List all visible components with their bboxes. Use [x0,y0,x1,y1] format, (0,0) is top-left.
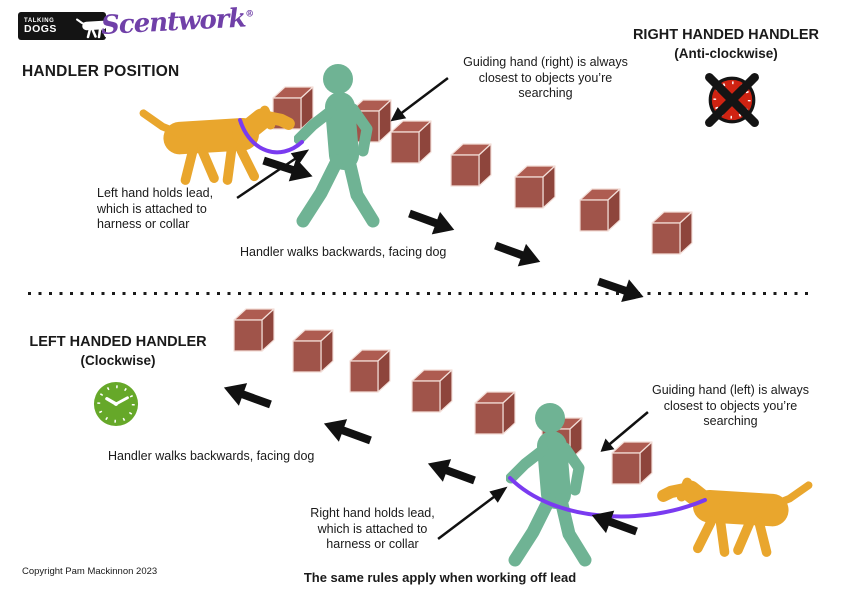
left-hand-lead-note: Left hand holds lead, which is attached … [97,186,214,231]
registered-mark: ® [244,9,255,20]
guiding-hand-left-note: Guiding hand (left) is always closest to… [651,383,810,428]
search-direction-arrow [423,451,481,493]
lead-line-top [238,118,304,155]
off-lead-note: The same rules apply when working off le… [303,570,577,585]
walk-backwards-note-bottom: Handler walks backwards, facing dog [108,449,315,463]
logo-dogs-label: DOGS [24,22,57,35]
search-direction-arrow [490,233,546,275]
search-cube [651,209,695,255]
right-handed-title: RIGHT HANDED HANDLER [632,27,820,43]
search-direction-arrow [404,201,460,243]
right-hand-lead-note: Right hand holds lead, which is attached… [310,506,435,551]
copyright-text: Copyright Pam Mackinnon 2023 [22,566,158,577]
scentwork-brand: Scentwork® [100,3,255,41]
page-title: HANDLER POSITION [22,63,180,80]
walk-backwards-note-top: Handler walks backwards, facing dog [240,245,447,259]
right-handed-heading: RIGHT HANDED HANDLER (Anti-clockwise) [620,26,832,62]
search-cube [450,141,494,187]
search-direction-arrow [593,269,649,310]
logo-talking-label: TALKING [24,17,55,24]
dotted-divider [28,292,814,295]
clockwise-clock-icon [93,381,139,427]
talking-dogs-logo: TALKING DOGS [18,12,106,40]
left-handed-heading: LEFT HANDED HANDLER (Clockwise) [20,333,216,369]
search-cube [579,186,623,232]
search-cube [292,327,336,373]
search-cube [514,163,558,209]
search-direction-arrow [219,375,277,417]
search-cube [349,347,393,393]
left-handed-title: LEFT HANDED HANDLER [29,334,207,350]
search-cube [233,306,277,352]
search-direction-arrow [319,411,377,453]
clockwise-label: (Clockwise) [80,352,156,368]
search-cube [411,367,455,413]
no-anticlockwise-clock-icon [705,73,759,127]
anticlockwise-label: (Anti-clockwise) [674,45,778,61]
guiding-hand-right-note: Guiding hand (right) is always closest t… [463,55,628,100]
